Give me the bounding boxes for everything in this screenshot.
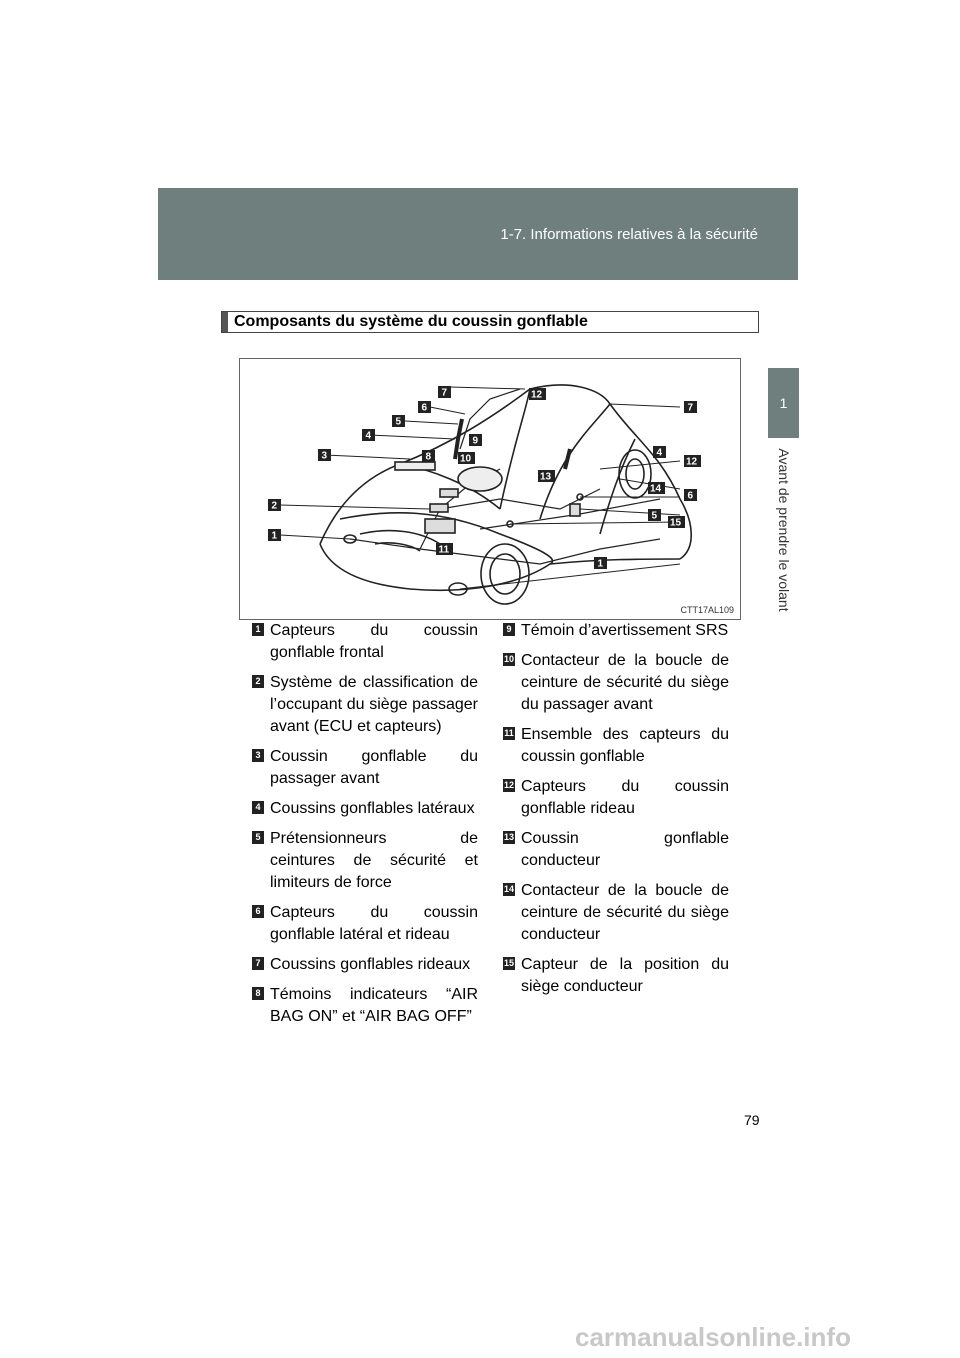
- legend-text: Témoin d’avertissement SRS: [521, 622, 729, 639]
- legend-text: Prétensionneurs de ceintures de sécurité…: [270, 830, 478, 891]
- number-badge: 13: [503, 831, 515, 844]
- number-badge: 5: [252, 831, 264, 844]
- header-band: 1-7. Informations relatives à la sécurit…: [158, 188, 798, 280]
- legend-item: 14 Contacteur de la boucle de ceinture de…: [503, 880, 729, 946]
- number-badge: 1: [252, 623, 264, 636]
- svg-text:1: 1: [598, 559, 604, 570]
- legend-text: Coussin gonflable conducteur: [521, 830, 729, 869]
- legend-item: 3 Coussin gonflable du passager avant: [252, 746, 478, 790]
- svg-text:1: 1: [272, 531, 278, 542]
- number-badge: 9: [503, 623, 515, 636]
- legend-item: 4 Coussins gonflables latéraux: [252, 798, 478, 820]
- svg-text:7: 7: [688, 403, 694, 414]
- chapter-label: Avant de prendre le volant: [776, 448, 792, 612]
- legend-text: Coussins gonflables latéraux: [270, 800, 475, 817]
- header-title: 1-7. Informations relatives à la sécurit…: [500, 226, 758, 243]
- legend-text: Contacteur de la boucle de ceinture de s…: [521, 652, 729, 713]
- svg-text:4: 4: [366, 431, 372, 442]
- svg-text:6: 6: [422, 403, 428, 414]
- svg-text:15: 15: [670, 518, 682, 529]
- legend-item: 8 Témoins indicateurs “AIR BAG ON” et “AI…: [252, 984, 478, 1028]
- legend-item: 5 Prétensionneurs de ceintures de sécurit…: [252, 828, 478, 894]
- number-badge: 11: [503, 727, 515, 740]
- number-badge: 4: [252, 801, 264, 814]
- svg-text:11: 11: [439, 545, 450, 556]
- legend-item: 1 Capteurs du coussin gonflable frontal: [252, 620, 478, 664]
- legend-item: 6 Capteurs du coussin gonflable latéral e…: [252, 902, 478, 946]
- legend-text: Contacteur de la boucle de ceinture de s…: [521, 882, 729, 943]
- legend-item: 13 Coussin gonflable conducteur: [503, 828, 729, 872]
- number-badge: 8: [252, 987, 264, 1000]
- page-number: 79: [744, 1112, 760, 1128]
- legend-text: Témoins indicateurs “AIR BAG ON” et “AIR…: [270, 986, 478, 1025]
- svg-text:12: 12: [531, 390, 543, 401]
- number-badge: 15: [503, 957, 515, 970]
- svg-text:12: 12: [686, 457, 698, 468]
- legend-item: 11 Ensemble des capteurs du coussin gonfl…: [503, 724, 729, 768]
- legend-text: Coussins gonflables rideaux: [270, 956, 471, 973]
- legend-text: Ensemble des capteurs du coussin gonflab…: [521, 726, 729, 765]
- svg-text:5: 5: [396, 417, 402, 428]
- airbag-diagram: 1 2 3 4 5 6 7 8 9 10 11 12 13 7 4 12 14 …: [239, 358, 741, 620]
- number-badge: 12: [503, 779, 515, 792]
- svg-text:2: 2: [272, 501, 278, 512]
- section-title: Composants du système du coussin gonflab…: [234, 313, 588, 330]
- number-badge: 3: [252, 749, 264, 762]
- number-badge: 2: [252, 675, 264, 688]
- svg-text:5: 5: [652, 511, 658, 522]
- number-badge: 10: [503, 653, 515, 666]
- legend-item: 2 Système de classification de l’occupant…: [252, 672, 478, 738]
- svg-text:3: 3: [322, 451, 328, 462]
- legend-text: Capteurs du coussin gonflable frontal: [270, 622, 478, 661]
- chapter-tab[interactable]: 1: [768, 368, 799, 438]
- legend-text: Capteurs du coussin gonflable rideau: [521, 778, 729, 817]
- svg-text:6: 6: [688, 491, 694, 502]
- svg-text:9: 9: [473, 436, 479, 447]
- legend-item: 15 Capteur de la position du siège conduc…: [503, 954, 729, 998]
- svg-text:14: 14: [650, 484, 662, 495]
- svg-text:4: 4: [657, 448, 663, 459]
- legend-text: Système de classification de l’occupant …: [270, 674, 478, 735]
- number-badge: 6: [252, 905, 264, 918]
- legend-text: Capteurs du coussin gonflable latéral et…: [270, 904, 478, 943]
- svg-text:13: 13: [540, 472, 552, 483]
- svg-text:7: 7: [442, 388, 448, 399]
- section-heading: Composants du système du coussin gonflab…: [221, 311, 759, 333]
- legend-item: 12 Capteurs du coussin gonflable rideau: [503, 776, 729, 820]
- legend-item: 7 Coussins gonflables rideaux: [252, 954, 478, 976]
- legend-text: Coussin gonflable du passager avant: [270, 748, 478, 787]
- car-illustration: 1 2 3 4 5 6 7 8 9 10 11 12 13 7 4 12 14 …: [268, 384, 701, 605]
- svg-text:8: 8: [426, 452, 432, 463]
- legend-text: Capteur de la position du siège conducte…: [521, 956, 729, 995]
- number-badge: 7: [252, 957, 264, 970]
- legend-item: 10 Contacteur de la boucle de ceinture de…: [503, 650, 729, 716]
- watermark: carmanualsonline.info: [575, 1322, 851, 1352]
- svg-text:10: 10: [460, 454, 472, 465]
- legend-item: 9 Témoin d’avertissement SRS: [503, 620, 729, 642]
- number-badge: 14: [503, 883, 515, 896]
- legend-left: 1 Capteurs du coussin gonflable frontal 2…: [252, 620, 478, 1036]
- figure-code: CTT17AL109: [680, 605, 734, 615]
